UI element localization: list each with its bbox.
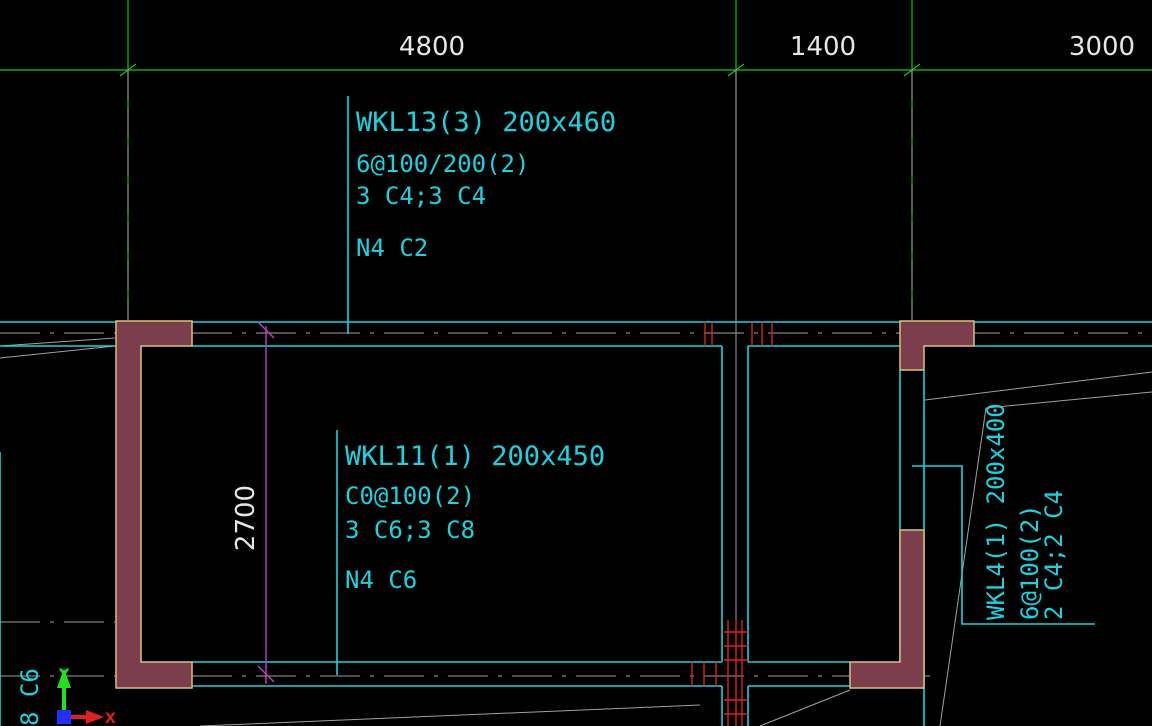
beam-wkl11-side: N4 C6 bbox=[345, 566, 417, 594]
beam-wkl13-name: WKL13(3) 200x460 bbox=[356, 107, 616, 138]
dimension-1400: 1400 bbox=[790, 32, 856, 62]
ucs-icon: Y X bbox=[57, 667, 116, 726]
beam-wkl4-name: WKL4(1) 200x400 bbox=[982, 403, 1010, 620]
beam-wkl11-annotation[interactable]: WKL11(1) 200x450 C0@100(2) 3 C6;3 C8 N4 … bbox=[345, 441, 605, 594]
grid-lines bbox=[0, 0, 1152, 320]
beam-wkl13-annotation[interactable]: WKL13(3) 200x460 6@100/200(2) 3 C4;3 C4 … bbox=[356, 107, 616, 262]
left-edge-annotation: 8 C6 bbox=[16, 668, 44, 726]
beam-wkl11-bars: 3 C6;3 C8 bbox=[345, 516, 475, 544]
beam-wkl4-bars: 2 C4;2 C4 bbox=[1040, 490, 1068, 620]
ucs-x-label: X bbox=[105, 711, 116, 726]
column-right-bottom bbox=[849, 529, 925, 689]
beam-wkl11-name: WKL11(1) 200x450 bbox=[345, 441, 605, 472]
dimension-2700: 2700 bbox=[231, 485, 261, 551]
beam-wkl11-stirrup: C0@100(2) bbox=[345, 482, 475, 510]
beam-wkl4-leader bbox=[912, 465, 1095, 625]
dimension-line-2700 bbox=[257, 321, 275, 684]
ucs-y-label: Y bbox=[58, 667, 70, 683]
dimension-4800: 4800 bbox=[399, 32, 465, 62]
column-right-top bbox=[899, 320, 975, 371]
beam-wkl13-side: N4 C2 bbox=[356, 234, 428, 262]
rebar-marks bbox=[691, 322, 773, 726]
beam-wkl4-stirrup: 6@100(2) bbox=[1016, 504, 1044, 620]
beam-wkl13-bars: 3 C4;3 C4 bbox=[356, 182, 486, 210]
columns bbox=[115, 320, 975, 689]
axis-lines bbox=[0, 70, 1152, 726]
dimension-3000: 3000 bbox=[1069, 32, 1135, 62]
beam-wkl4-annotation[interactable]: WKL4(1) 200x400 6@100(2) 2 C4;2 C4 bbox=[982, 403, 1068, 620]
column-left bbox=[115, 320, 193, 689]
beam-outlines bbox=[0, 96, 1152, 726]
beam-wkl13-stirrup: 6@100/200(2) bbox=[356, 150, 529, 178]
